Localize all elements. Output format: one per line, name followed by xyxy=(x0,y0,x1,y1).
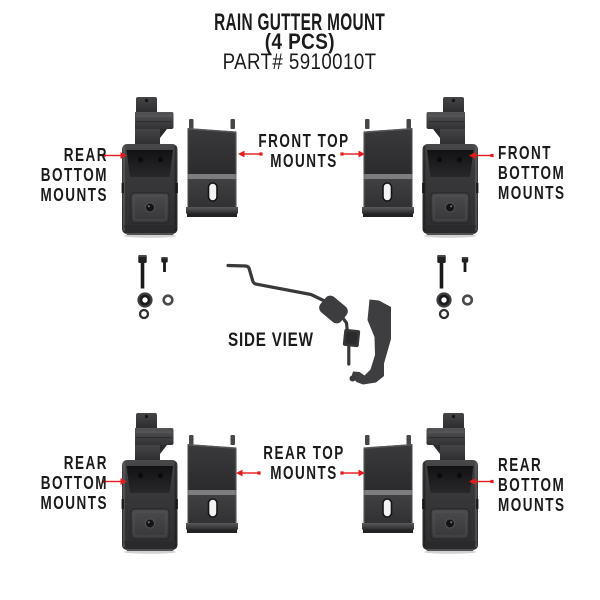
label-line: BOTTOM xyxy=(498,163,566,183)
label-line: BOTTOM xyxy=(40,165,108,185)
large-washer-icon xyxy=(436,292,452,308)
long-bolt-icon xyxy=(138,255,147,289)
label-line: MOUNTS xyxy=(498,183,566,203)
short-bolt-icon xyxy=(461,257,469,272)
rear-bottom-mount-bracket-bottom-left xyxy=(121,412,179,555)
label-rear-bottom-mounts-top-left: REAR BOTTOM MOUNTS xyxy=(41,145,109,205)
label-line: REAR TOP xyxy=(263,443,345,463)
label-rear-bottom-mounts-bottom-left: REAR BOTTOM MOUNTS xyxy=(41,453,109,513)
rear-top-mount-plate-right xyxy=(361,434,415,534)
hardware-set-right xyxy=(436,255,474,320)
label-line: FRONT xyxy=(498,143,552,163)
small-ring-icon xyxy=(438,308,450,320)
label-rear-bottom-mounts-bottom-right: REAR BOTTOM MOUNTS xyxy=(498,455,566,515)
label-rear-top-mounts: REAR TOP MOUNTS xyxy=(244,443,364,483)
rear-bottom-mount-bracket-top-left xyxy=(121,96,179,239)
label-front-bottom-mounts-top-right: FRONT BOTTOM MOUNTS xyxy=(498,143,566,203)
label-line: MOUNTS xyxy=(40,493,108,513)
label-side-view: SIDE VIEW xyxy=(228,330,314,351)
rear-top-mount-plate-left xyxy=(185,434,239,534)
small-ring-icon xyxy=(138,308,150,320)
hardware-set-left xyxy=(137,255,174,320)
rear-bottom-mount-bracket-bottom-right xyxy=(421,412,479,555)
label-line: BOTTOM xyxy=(498,475,566,495)
piece-count: (4 PCS) xyxy=(264,29,336,54)
front-bottom-mount-bracket-top-right xyxy=(421,96,479,239)
label-line: REAR xyxy=(63,145,108,165)
front-top-mount-plate-left xyxy=(185,118,239,218)
part-number: PART# 5910010T xyxy=(223,49,377,74)
label-line: BOTTOM xyxy=(40,473,108,493)
side-view-profile xyxy=(226,263,391,385)
label-line: REAR xyxy=(63,453,108,473)
title-part-number: PART# 5910010T xyxy=(0,51,600,74)
long-bolt-icon xyxy=(437,255,446,289)
label-line: FRONT TOP xyxy=(258,131,350,151)
label-line: MOUNTS xyxy=(40,185,108,205)
page-title: RAIN GUTTER MOUNT xyxy=(214,9,386,36)
front-top-mount-plate-right xyxy=(361,118,415,218)
label-line: MOUNTS xyxy=(270,463,338,483)
title-block: RAIN GUTTER MOUNT xyxy=(0,11,600,35)
small-washer-icon xyxy=(461,294,474,306)
short-bolt-icon xyxy=(161,257,168,272)
label-line: MOUNTS xyxy=(270,151,338,171)
label-line: MOUNTS xyxy=(498,495,566,515)
title-qty: (4 PCS) xyxy=(0,31,600,54)
label-front-top-mounts: FRONT TOP MOUNTS xyxy=(244,131,364,171)
large-washer-icon xyxy=(137,292,153,308)
label-line: REAR xyxy=(498,455,543,475)
small-washer-icon xyxy=(162,294,174,306)
